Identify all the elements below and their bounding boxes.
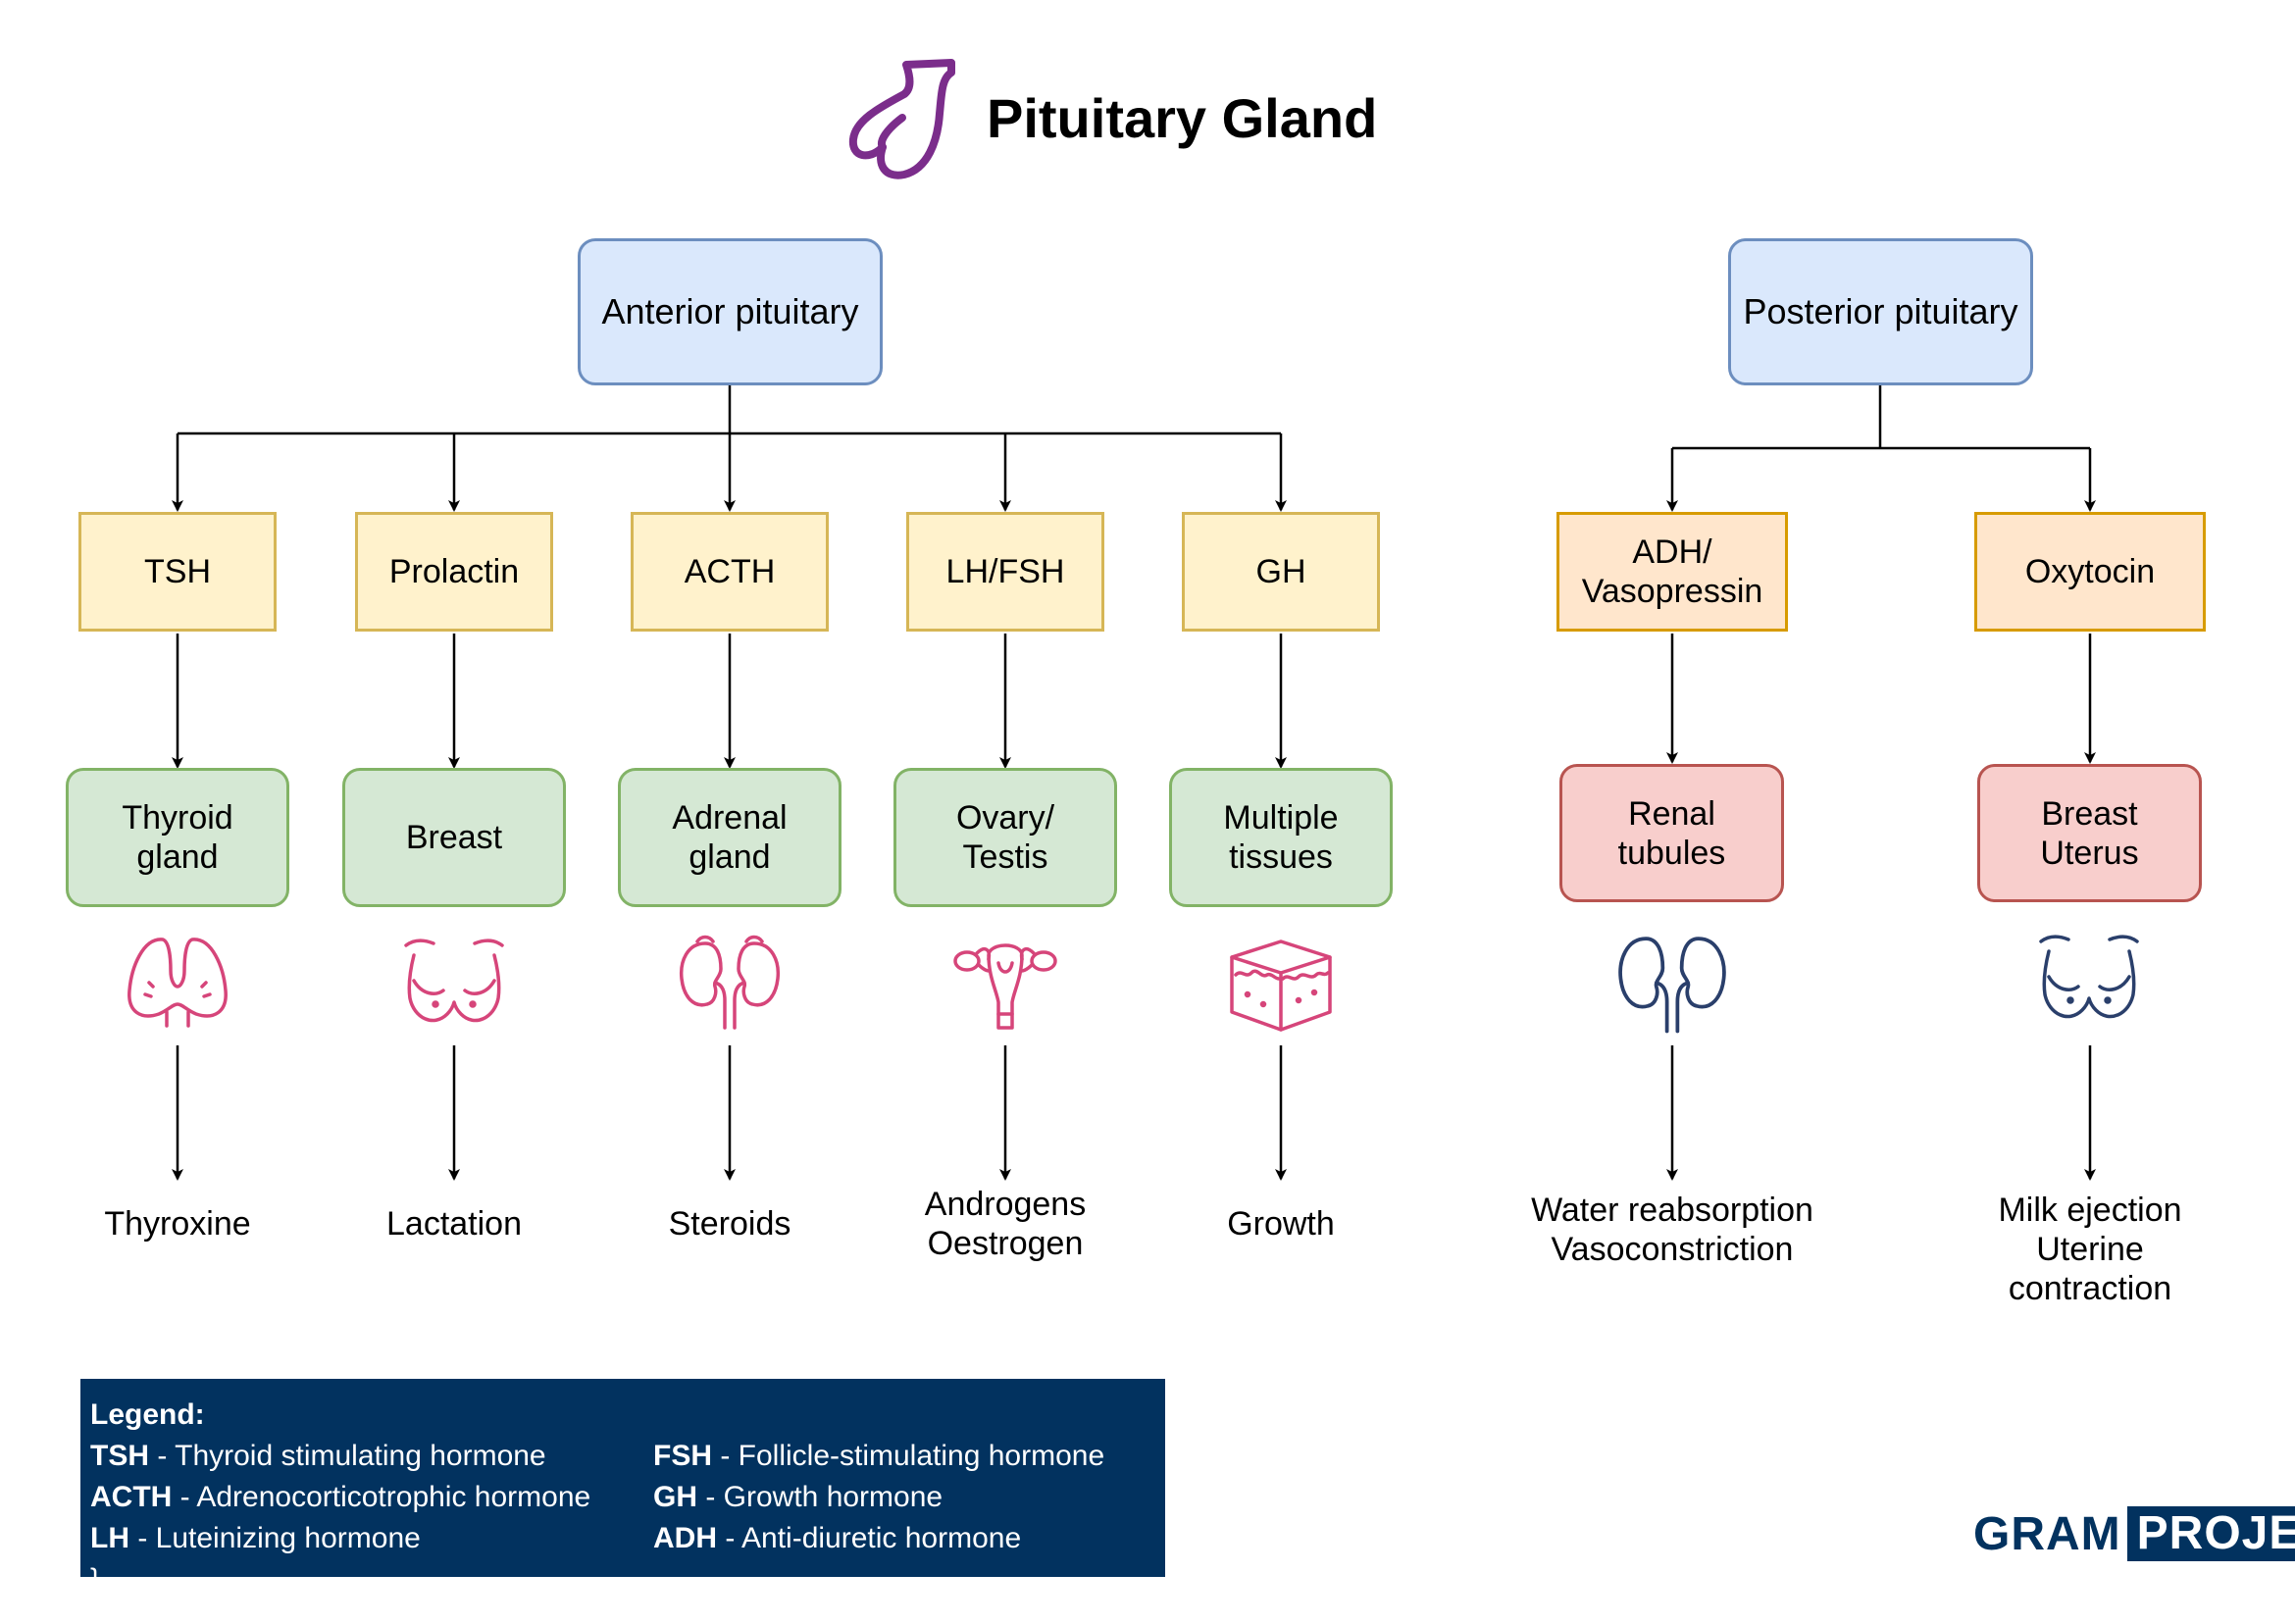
tissue-cube-icon [1230,939,1332,1032]
breast-icon [404,939,504,1023]
effect-growth: Growth [1227,1205,1335,1243]
legend-item: ACTH - Adrenocorticotrophic hormone [90,1481,591,1513]
target-box-renal-tubules: Renal tubules [1559,764,1784,902]
kidney-icon [1618,937,1726,1034]
breast-icon [2039,935,2139,1019]
target-box-ovary-testis: Ovary/ Testis [893,768,1117,907]
effect-steroids: Steroids [668,1205,791,1243]
legend-item: TSH - Thyroid stimulating hormone [90,1440,546,1472]
hormone-box-adh: ADH/ Vasopressin [1556,512,1788,632]
brand-part1: GRAM [1973,1507,2121,1560]
hormone-box-tsh: TSH [78,512,277,632]
target-box-adrenal: Adrenal gland [618,768,842,907]
thyroid-icon [128,938,228,1028]
legend-item: LH - Luteinizing hormone [90,1522,421,1554]
target-box-breast: Breast [342,768,566,907]
legend-item: ADH - Anti-diuretic hormone [653,1522,1022,1554]
legend-title: Legend: [90,1398,205,1431]
hormone-box-gh: GH [1182,512,1380,632]
page-title: Pituitary Gland [987,87,1378,149]
hormone-box-acth: ACTH [631,512,829,632]
legend-item: GH - Growth hormone [653,1481,944,1513]
effect-lactation: Lactation [386,1205,522,1243]
hormone-box-prolactin: Prolactin [355,512,553,632]
target-box-breast-uterus: Breast Uterus [1977,764,2202,902]
kidney-adrenal-icon [679,935,781,1030]
legend-item: FSH - Follicle-stimulating hormone [653,1440,1105,1472]
legend-column-right: FSH - Follicle-stimulating hormone GH - … [653,1436,1104,1559]
legend-column-left: TSH - Thyroid stimulating hormone ACTH -… [90,1436,590,1600]
brand-logo: GRAM PROJECT [1973,1506,2295,1561]
uterus-ovary-icon [953,943,1057,1030]
posterior-pituitary-box: Posterior pituitary [1728,238,2033,385]
hormone-box-oxytocin: Oxytocin [1974,512,2206,632]
effect-thyroxine: Thyroxine [104,1205,251,1243]
effect-milk-ejection: Milk ejection Uterine contraction [1998,1192,2182,1307]
brand-part2: PROJECT [2126,1506,2295,1561]
effect-androgens-oestrogen: Androgens Oestrogen [924,1186,1087,1262]
legend-panel: Legend: TSH - Thyroid stimulating hormon… [80,1379,1165,1596]
pituitary-gland-icon [848,59,955,179]
effect-water-reabsorption: Water reabsorption Vasoconstriction [1531,1192,1813,1268]
anterior-pituitary-box: Anterior pituitary [578,238,883,385]
target-box-multiple-tissues: Multiple tissues [1169,768,1393,907]
target-box-thyroid: Thyroid gland [66,768,289,907]
hormone-box-lh-fsh: LH/FSH [906,512,1104,632]
